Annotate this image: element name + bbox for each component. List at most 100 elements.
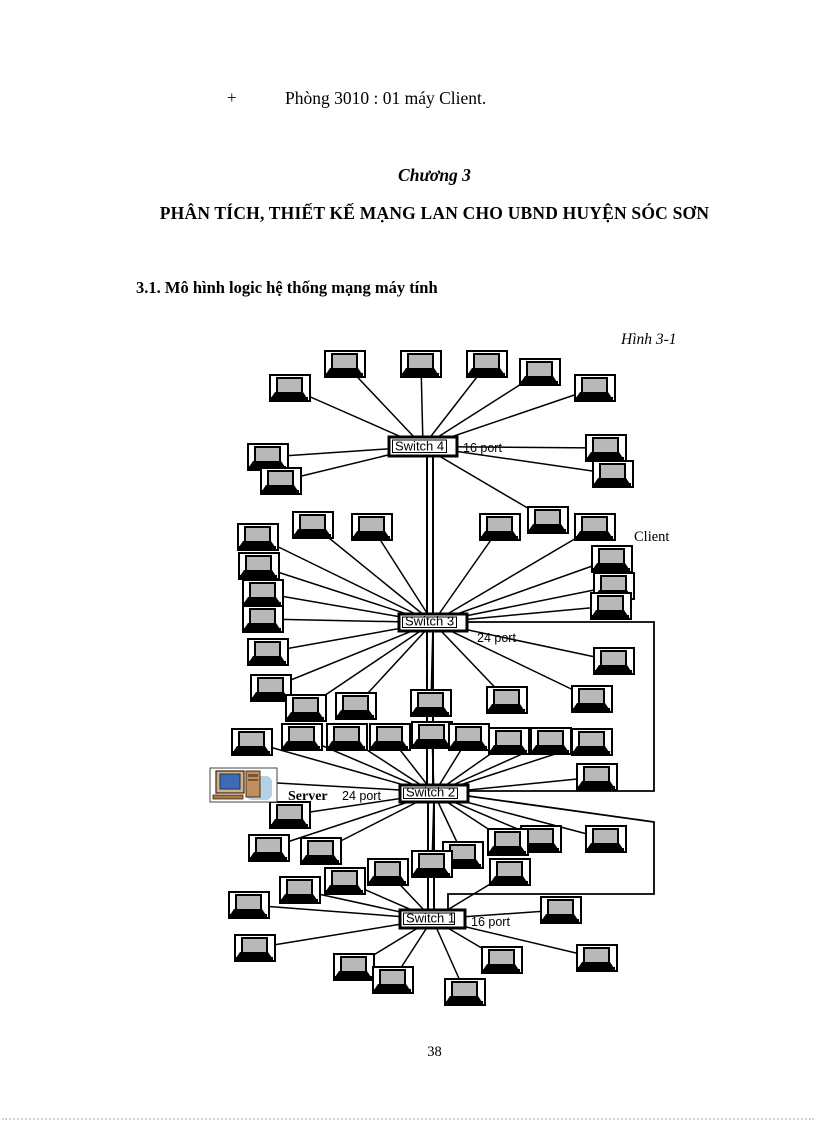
computer-screen [376, 726, 403, 743]
client-computer-icon [351, 513, 393, 541]
switch-label: Switch 4 [395, 439, 444, 454]
server-tower-slot [248, 774, 258, 777]
switch-inner-panel [403, 912, 455, 925]
client-computer-icon [400, 350, 442, 378]
computer-keyboard [369, 876, 405, 882]
client-computer-icon [238, 552, 280, 580]
client-computer-icon [592, 460, 634, 488]
computer-screen [358, 516, 385, 533]
computer-screen [418, 724, 445, 741]
cable-line [432, 526, 501, 623]
computer-keyboard [578, 962, 614, 968]
computer-base [489, 851, 526, 854]
client-computer-icon [527, 506, 569, 534]
computer-screen [417, 692, 444, 709]
cable-line [305, 621, 434, 709]
computer-keyboard [522, 843, 558, 849]
client-computer-icon [247, 443, 289, 471]
computer-keyboard [413, 868, 449, 874]
computer-screen [374, 861, 401, 878]
computer-keyboard [326, 885, 362, 891]
computer-base [271, 397, 308, 400]
client-computer-icon [242, 605, 284, 633]
computer-base [446, 1001, 483, 1004]
page-number: 38 [427, 1044, 442, 1060]
computer-screen [527, 828, 554, 845]
computer-keyboard [450, 741, 486, 747]
computer-screen [583, 766, 610, 783]
computer-screen [276, 804, 303, 821]
computer-base [326, 373, 363, 376]
client-computer-icon [248, 834, 290, 862]
computer-keyboard [326, 368, 362, 374]
computer-keyboard [576, 392, 612, 398]
client-computer-icon [481, 946, 523, 974]
computer-screen [600, 575, 627, 592]
computer-screen [331, 353, 358, 370]
computer-base [287, 717, 324, 720]
switch-inner-panel [392, 439, 447, 453]
computer-base [252, 697, 289, 700]
computer-keyboard [593, 563, 629, 569]
computer-screen [255, 837, 282, 854]
computer-base [578, 967, 615, 970]
computer-base [573, 708, 610, 711]
trunk-line [467, 621, 655, 792]
computer-screen [496, 861, 523, 878]
computer-screen [473, 353, 500, 370]
computer-keyboard [335, 971, 371, 977]
client-computer-icon [590, 592, 632, 620]
computer-keyboard [446, 996, 482, 1002]
computer-keyboard [481, 531, 517, 537]
page-bottom-divider [2, 1118, 814, 1120]
computer-screen [254, 446, 281, 463]
computer-base [532, 750, 569, 753]
client-computer-icon [279, 876, 321, 904]
computer-keyboard [337, 710, 373, 716]
computer-screen [581, 377, 608, 394]
switch-label: Switch 1 [406, 911, 455, 926]
computer-base [573, 751, 610, 754]
client-computer-icon [281, 723, 323, 751]
computer-screen [455, 726, 482, 743]
port-count-label: 24 port [342, 789, 381, 803]
computer-screen [249, 608, 276, 625]
chapter-title: PHÂN TÍCH, THIẾT KẾ MẠNG LAN CHO UBND HU… [159, 203, 710, 223]
computer-keyboard [412, 707, 448, 713]
computer-keyboard [353, 531, 389, 537]
computer-base [587, 848, 624, 851]
computer-screen [249, 582, 276, 599]
figure-label: Hình 3-1 [621, 331, 677, 348]
client-computer-icon [585, 434, 627, 462]
computer-keyboard [578, 781, 614, 787]
client-computer-icon [324, 867, 366, 895]
client-computer-icon [333, 953, 375, 981]
client-computer-icon [530, 727, 572, 755]
computer-base [233, 751, 270, 754]
client-computer-icon [269, 374, 311, 402]
computer-keyboard [573, 746, 609, 752]
section-heading: 3.1. Mô hình logic hệ thống mạng máy tín… [136, 278, 438, 297]
computer-base [412, 712, 449, 715]
computer-base [236, 957, 273, 960]
client-computer-icon [591, 545, 633, 573]
computer-base [576, 397, 613, 400]
computer-keyboard [576, 531, 612, 537]
computer-screen [597, 595, 624, 612]
computer-base [413, 744, 450, 747]
computer-screen [486, 516, 513, 533]
computer-keyboard [328, 741, 364, 747]
computer-keyboard [302, 855, 338, 861]
client-computer-icon [285, 694, 327, 722]
computer-base [595, 670, 632, 673]
computer-base [402, 373, 439, 376]
client-computer-icon [326, 723, 368, 751]
switch-inner-panel [402, 616, 457, 628]
computer-screen [241, 937, 268, 954]
computer-keyboard [294, 529, 330, 535]
computer-screen [495, 730, 522, 747]
computer-keyboard [244, 597, 280, 603]
computer-keyboard [236, 952, 272, 958]
server-icon [209, 767, 278, 803]
computer-keyboard [239, 541, 275, 547]
